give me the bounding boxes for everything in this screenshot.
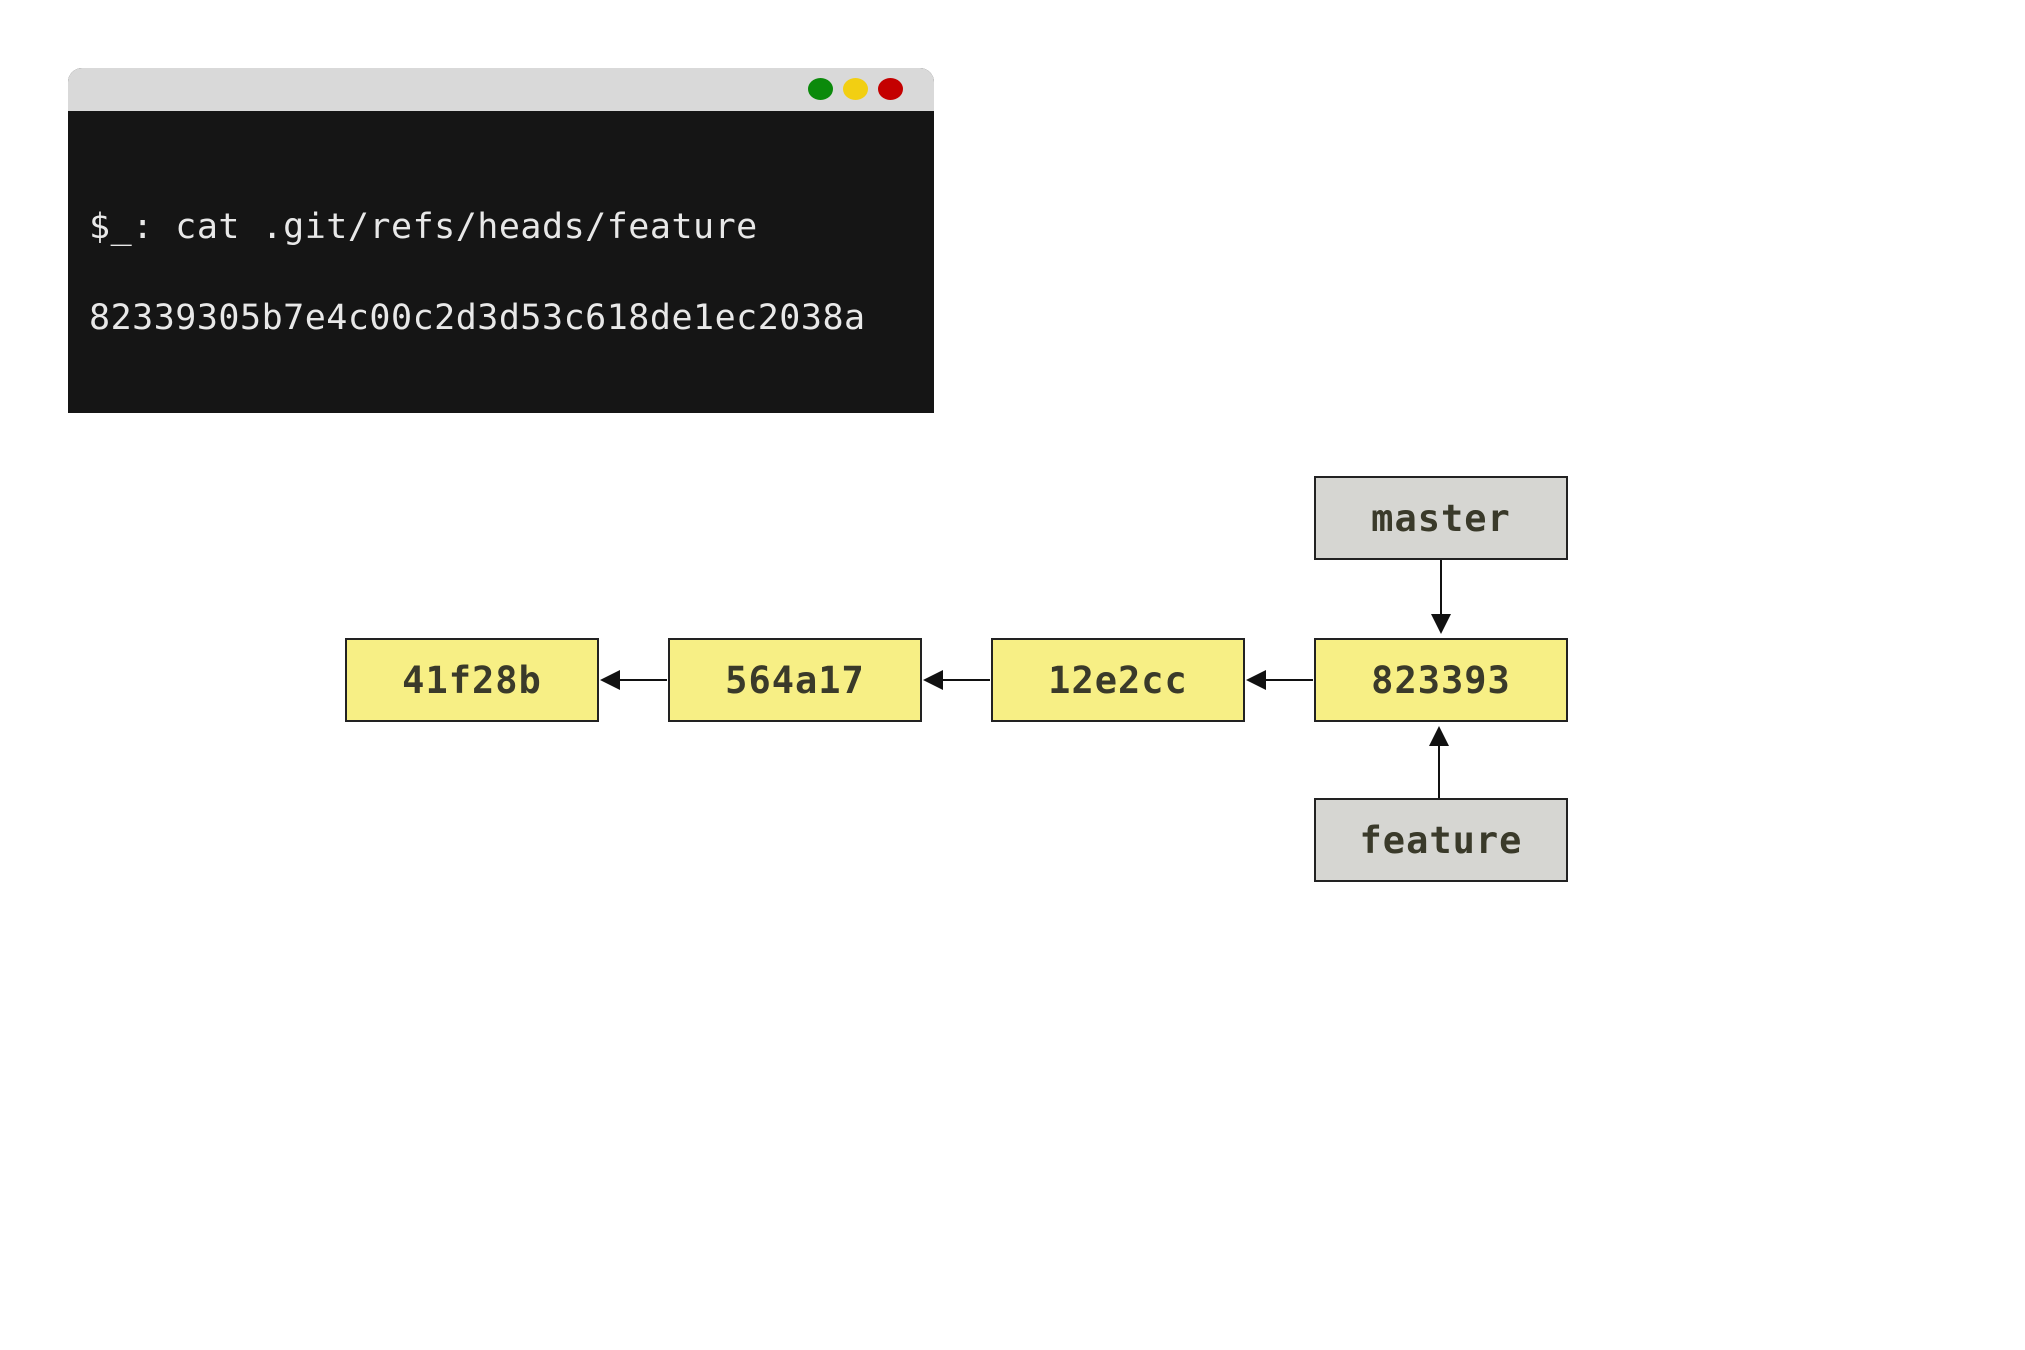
commit-12e2cc[interactable]: 12e2cc — [991, 638, 1245, 722]
window-close-dot-icon[interactable] — [878, 78, 903, 100]
terminal-command: $_: cat .git/refs/heads/feature — [89, 207, 758, 247]
terminal-window: $_: cat .git/refs/heads/feature 82339305… — [68, 68, 934, 413]
window-maximize-dot-icon[interactable] — [808, 78, 833, 100]
terminal-output: 82339305b7e4c00c2d3d53c618de1ec2038a — [89, 298, 866, 338]
terminal-titlebar — [68, 68, 934, 111]
branch-feature[interactable]: feature — [1314, 798, 1568, 882]
branch-master[interactable]: master — [1314, 476, 1568, 560]
commit-823393[interactable]: 823393 — [1314, 638, 1568, 722]
commit-564a17[interactable]: 564a17 — [668, 638, 922, 722]
commit-41f28b[interactable]: 41f28b — [345, 638, 599, 722]
window-minimize-dot-icon[interactable] — [843, 78, 868, 100]
